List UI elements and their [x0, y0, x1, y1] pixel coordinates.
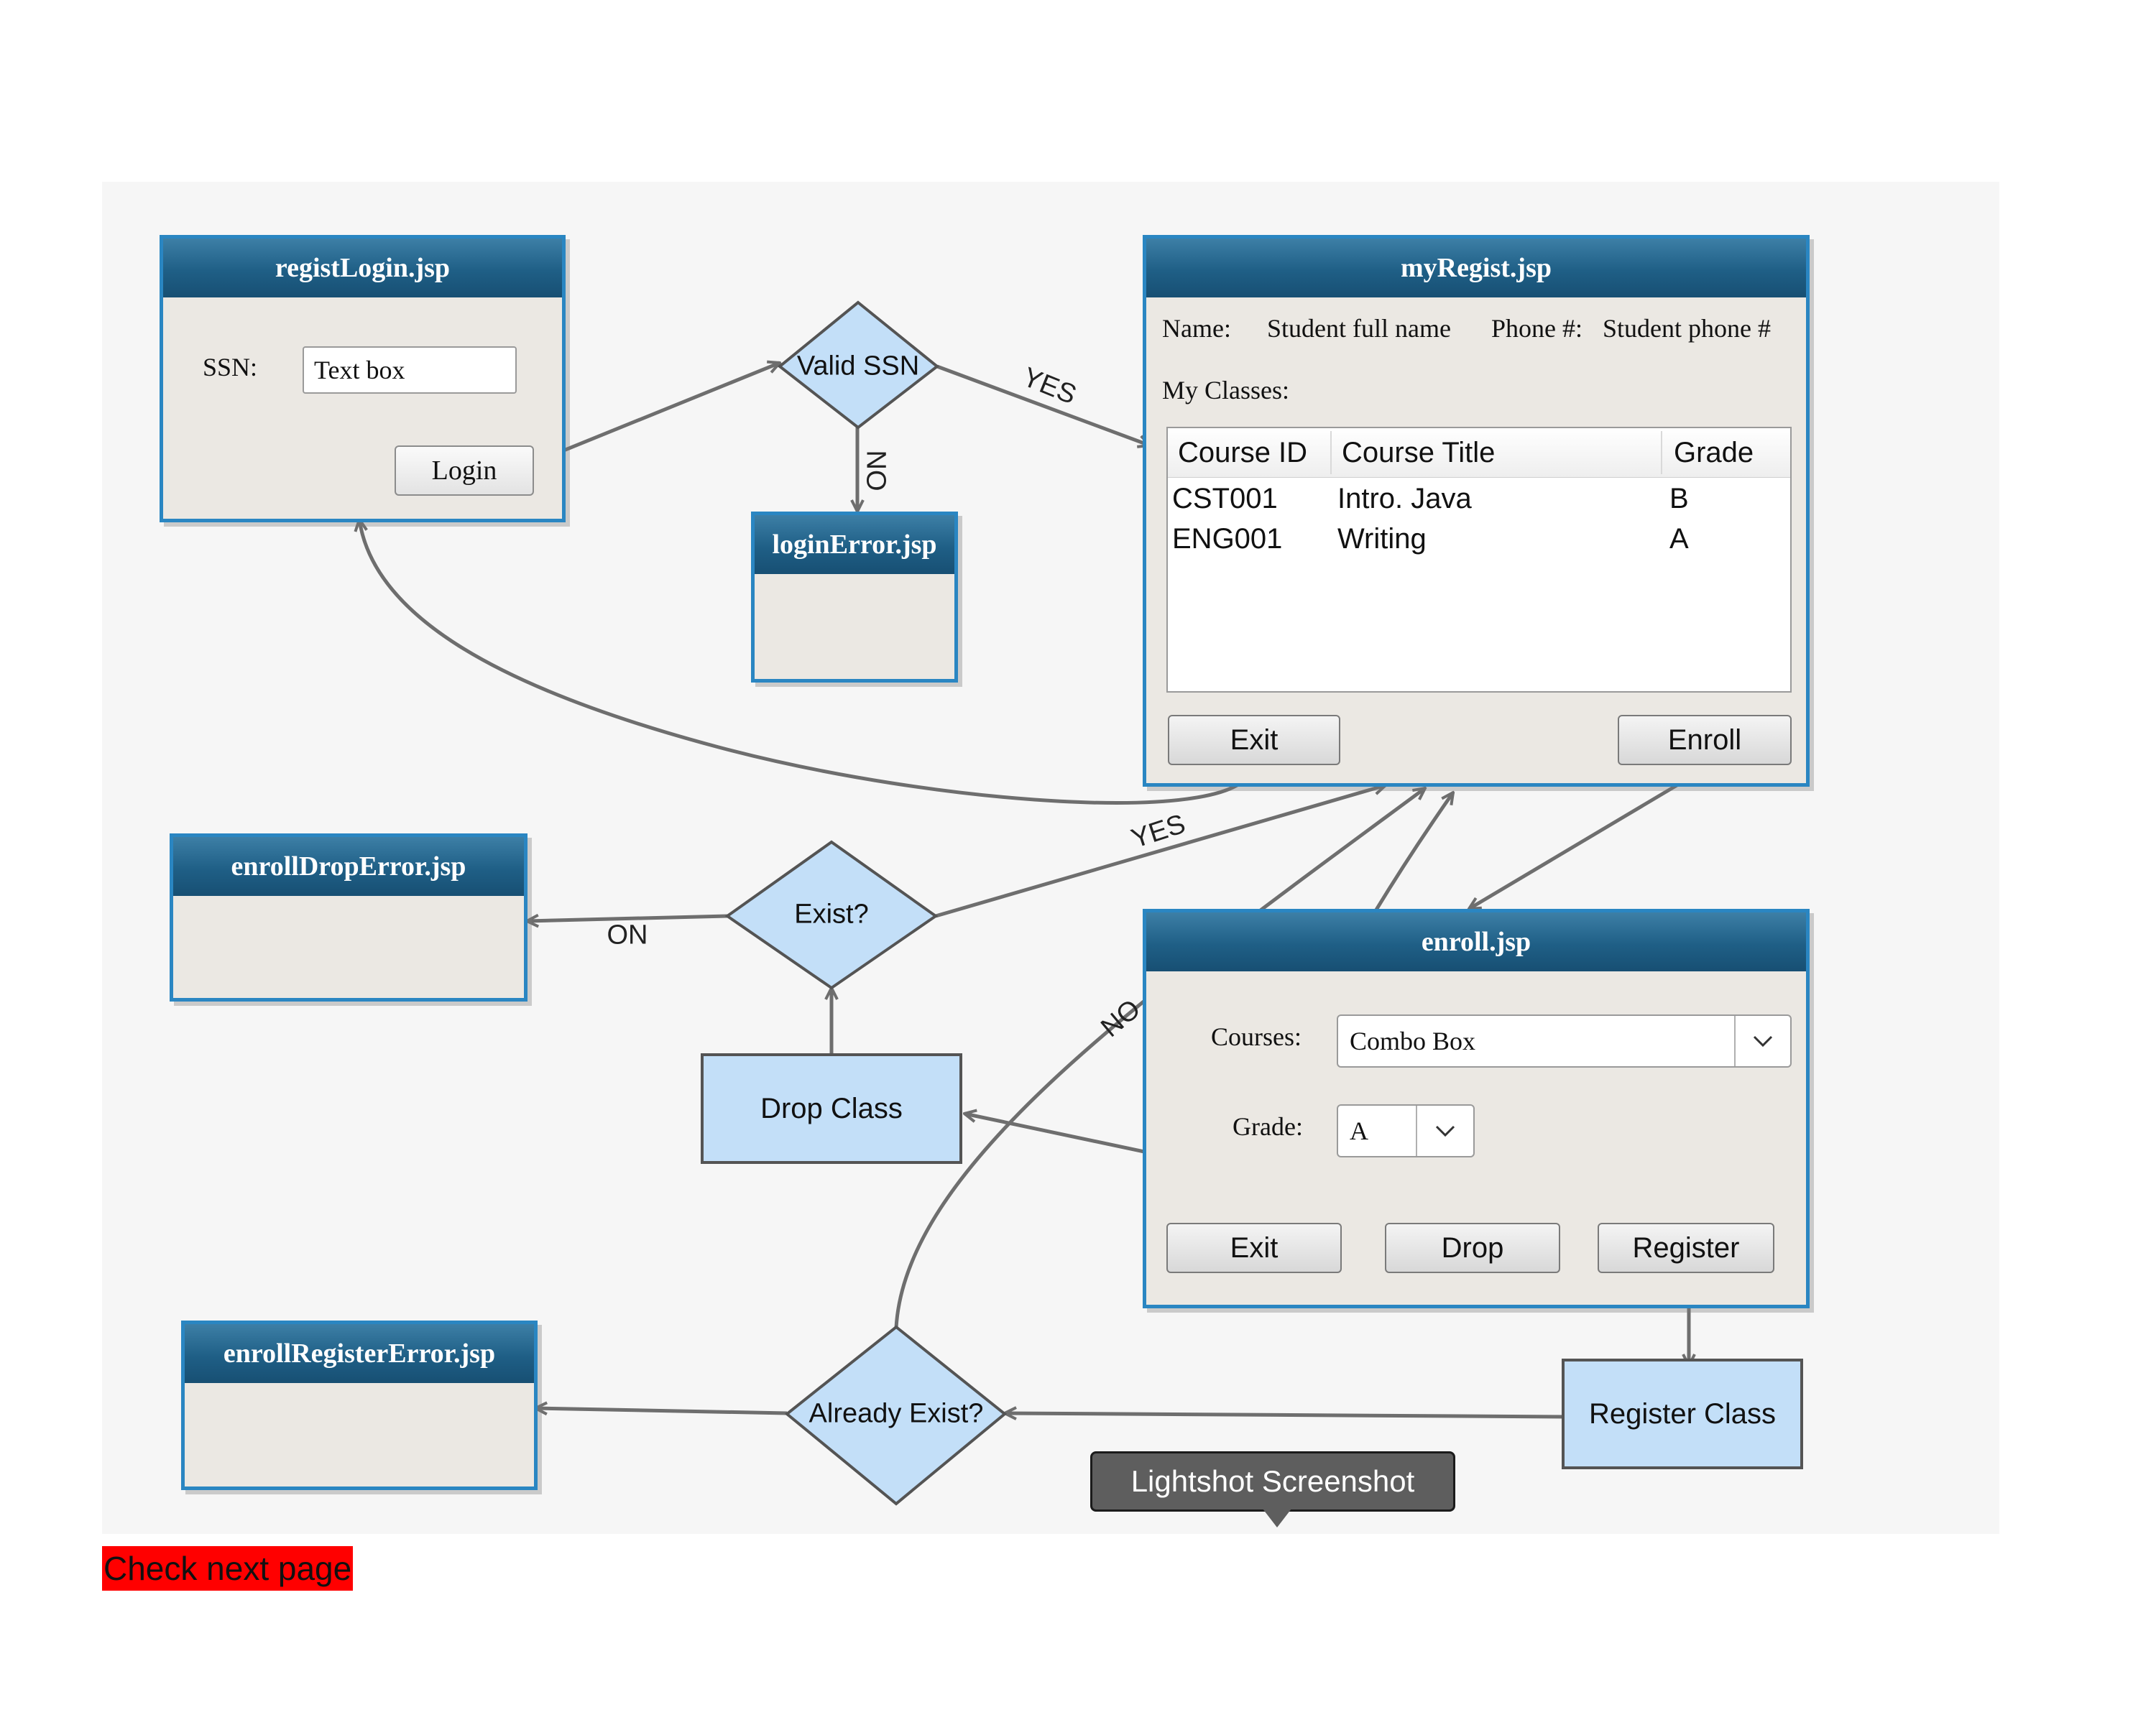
decision-valid-ssn-label: Valid SSN [796, 351, 920, 382]
table-cell: CST001 [1172, 483, 1278, 514]
edge-registerclass-to-alreadyexist [1005, 1413, 1570, 1417]
decision-valid-ssn-shape [777, 300, 940, 430]
courses-value: Combo Box [1350, 1027, 1476, 1055]
window-title: enroll.jsp [1146, 912, 1806, 971]
decision-already-exist-label: Already Exist? [808, 1398, 984, 1429]
window-title: enrollRegisterError.jsp [185, 1324, 534, 1383]
window-title: registLogin.jsp [163, 239, 562, 297]
phone-label: Phone #: [1491, 314, 1583, 343]
courses-label: Courses: [1211, 1022, 1302, 1051]
window-enroll: enroll.jsp Courses: Combo Box Grade: A E… [1143, 909, 1810, 1308]
decision-already-exist-shape [784, 1325, 1008, 1506]
chevron-down-icon[interactable] [1416, 1106, 1473, 1156]
decision-exist-label: Exist? [794, 899, 869, 930]
edge-alreadyexist-no [894, 788, 1425, 1328]
courses-combobox[interactable]: Combo Box [1337, 1014, 1792, 1068]
window-enroll-drop-error: enrollDropError.jsp [170, 833, 528, 1002]
edge-exit-to-login [359, 519, 1253, 805]
decision-exist-shape [724, 840, 939, 990]
window-my-regist: myRegist.jsp Name: Student full name Pho… [1143, 235, 1810, 787]
grade-value: A [1350, 1116, 1368, 1145]
ssn-input[interactable]: Text box [303, 346, 517, 394]
window-title: loginError.jsp [755, 515, 954, 574]
column-header[interactable]: Course ID [1178, 437, 1308, 468]
classes-label: My Classes: [1162, 376, 1290, 404]
ssn-label: SSN: [203, 353, 258, 382]
table-cell: A [1669, 523, 1689, 555]
edge-exist-yes [935, 785, 1386, 918]
classes-table: Course ID Course Title Grade CST001 Intr… [1166, 427, 1792, 693]
table-cell: ENG001 [1172, 523, 1283, 555]
name-label: Name: [1162, 314, 1231, 343]
column-separator [1661, 431, 1662, 474]
lightshot-tooltip: Lightshot Screenshot [1090, 1451, 1455, 1512]
check-next-page-note: Check next page [102, 1546, 354, 1591]
window-title: myRegist.jsp [1146, 239, 1806, 297]
column-separator [1330, 431, 1332, 474]
edge-alreadyexist-error [535, 1408, 788, 1413]
grade-combobox[interactable]: A [1337, 1104, 1475, 1157]
table-cell: Intro. Java [1337, 483, 1472, 514]
tooltip-pointer [1263, 1509, 1291, 1527]
edge-enroll-to-enrolljsp [1469, 767, 1706, 909]
login-button[interactable]: Login [395, 445, 534, 496]
drop-button[interactable]: Drop [1385, 1223, 1560, 1273]
chevron-down-icon[interactable] [1734, 1016, 1790, 1066]
window-login-error: loginError.jsp [751, 512, 958, 683]
window-enroll-register-error: enrollRegisterError.jsp [181, 1321, 538, 1490]
table-cell: B [1669, 483, 1689, 514]
grade-label: Grade: [1233, 1112, 1303, 1141]
edge-login-to-validssn [528, 363, 780, 467]
phone-value: Student phone # [1603, 314, 1771, 343]
window-regist-login: registLogin.jsp SSN: Text box Login [160, 235, 566, 522]
process-drop-class: Drop Class [701, 1053, 962, 1164]
exit-button[interactable]: Exit [1166, 1223, 1342, 1273]
register-button[interactable]: Register [1598, 1223, 1774, 1273]
process-register-class: Register Class [1562, 1359, 1803, 1469]
edge-validssn-yes [936, 364, 1150, 445]
edge-exist-no [527, 916, 728, 921]
window-title: enrollDropError.jsp [173, 837, 524, 896]
table-header: Course ID Course Title Grade [1168, 428, 1790, 478]
table-cell: Writing [1337, 523, 1427, 555]
column-header[interactable]: Course Title [1342, 437, 1496, 468]
edge-label-exist-no: ON [607, 920, 648, 951]
column-header[interactable]: Grade [1674, 437, 1754, 468]
exit-button[interactable]: Exit [1168, 715, 1340, 765]
enroll-button[interactable]: Enroll [1618, 715, 1792, 765]
name-value: Student full name [1267, 314, 1451, 343]
edge-label-valid-no: NO [860, 450, 891, 491]
